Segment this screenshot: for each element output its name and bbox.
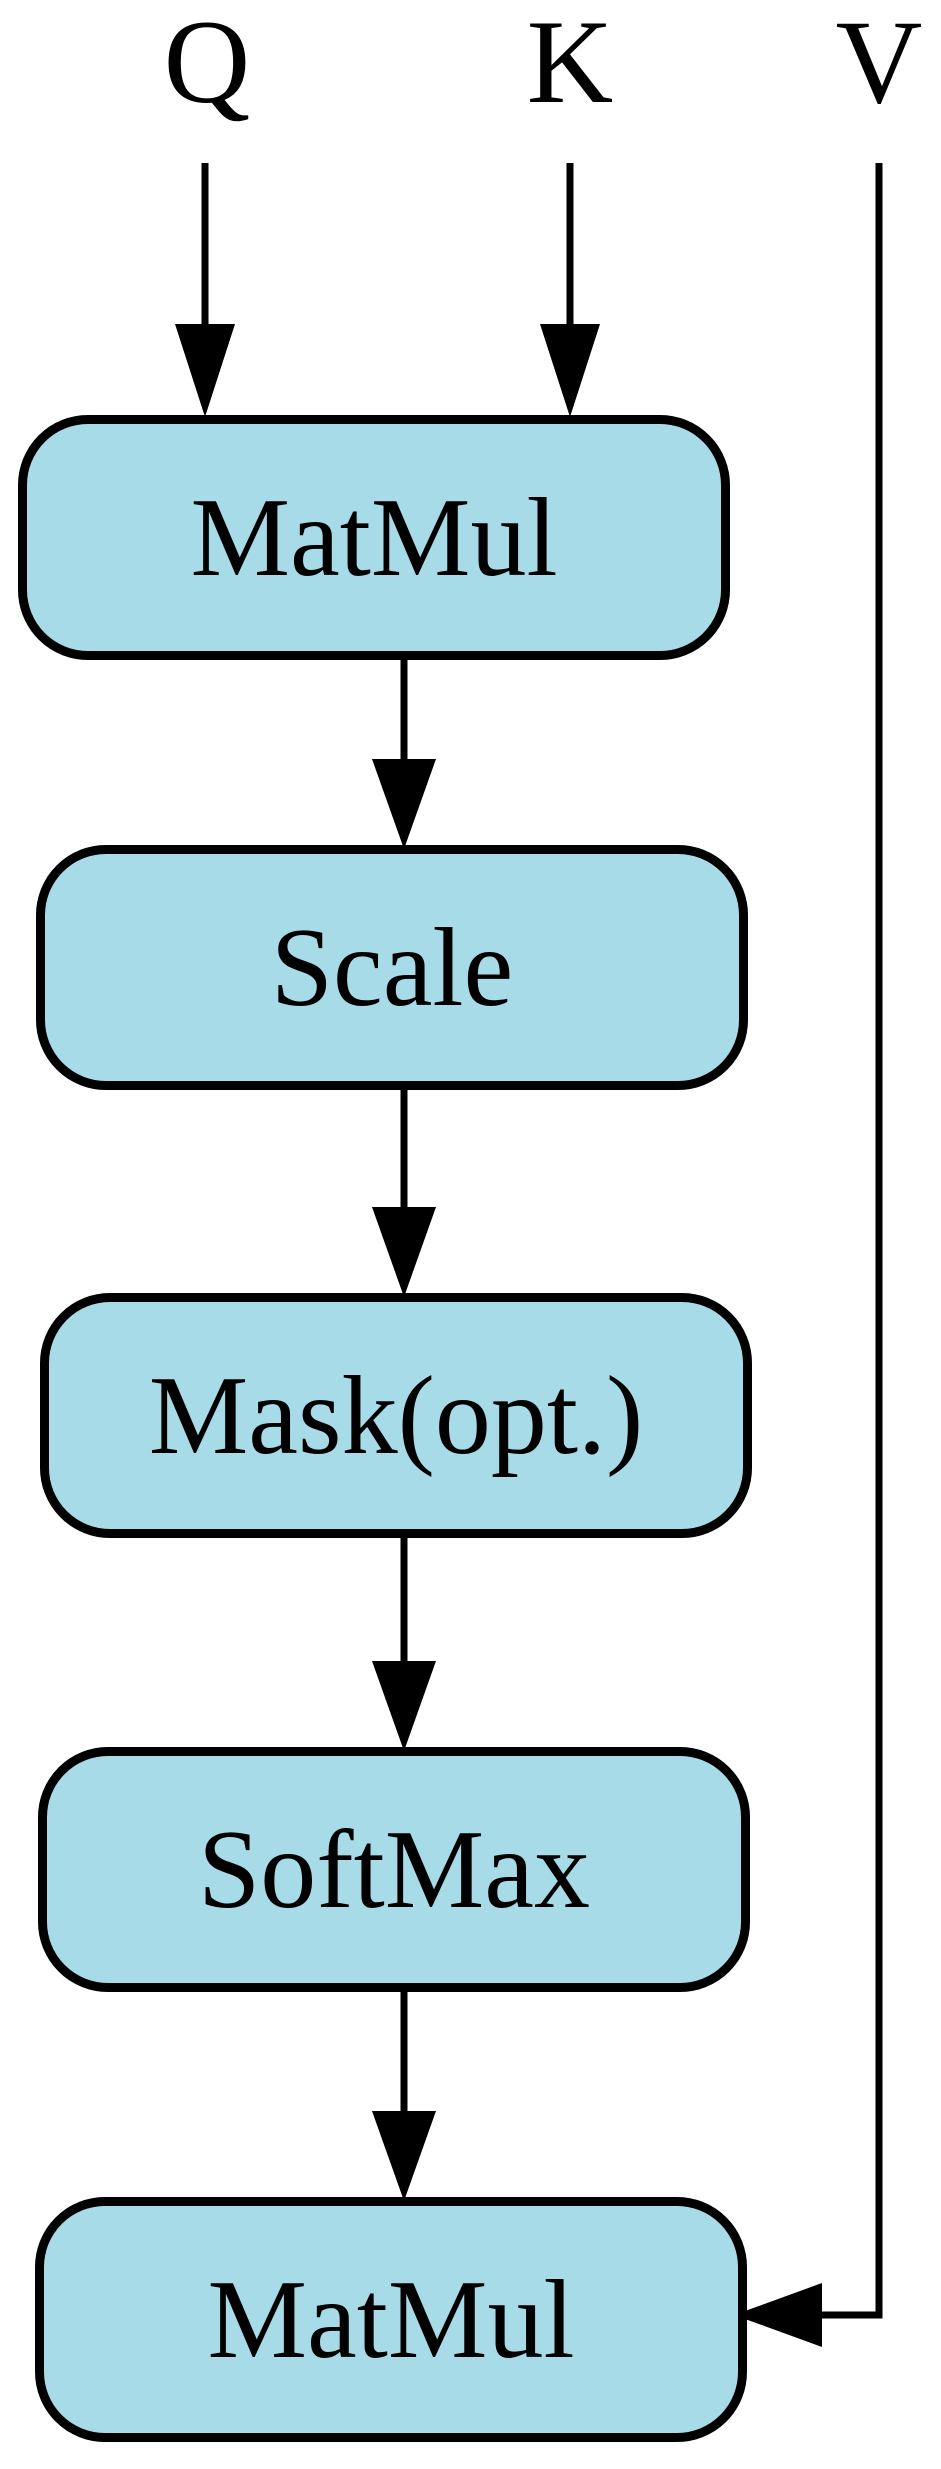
arrowhead xyxy=(372,2111,436,2201)
input-label-k: K xyxy=(526,0,614,128)
edge-line xyxy=(822,163,883,2319)
arrowhead xyxy=(372,759,436,849)
node-label: MatMul xyxy=(190,475,558,600)
node-softmax: SoftMax xyxy=(38,1747,750,1992)
node-label: Scale xyxy=(270,905,514,1030)
node-label: MatMul xyxy=(207,2257,575,2382)
node-label: SoftMax xyxy=(198,1807,590,1932)
edge-v-to-matmul2 xyxy=(734,163,883,2347)
input-label-v: V xyxy=(835,0,923,128)
edge-k-to-matmul1 xyxy=(540,163,600,417)
arrowhead xyxy=(540,324,600,417)
node-scale: Scale xyxy=(36,845,748,1090)
node-matmul-1: MatMul xyxy=(18,415,730,660)
arrowhead xyxy=(175,324,235,417)
edge-mask-to-softmax xyxy=(372,1536,436,1751)
input-label-q: Q xyxy=(163,0,251,128)
edge-matmul1-to-scale xyxy=(372,658,436,849)
edge-softmax-to-matmul2 xyxy=(372,1990,436,2201)
edge-q-to-matmul1 xyxy=(175,163,235,417)
arrowhead xyxy=(734,2283,822,2347)
node-matmul-2: MatMul xyxy=(35,2197,747,2442)
node-label: Mask(opt.) xyxy=(148,1353,644,1478)
node-mask-opt: Mask(opt.) xyxy=(40,1293,752,1538)
arrowhead xyxy=(372,1661,436,1751)
edge-scale-to-mask xyxy=(372,1088,436,1297)
arrowhead xyxy=(372,1207,436,1297)
